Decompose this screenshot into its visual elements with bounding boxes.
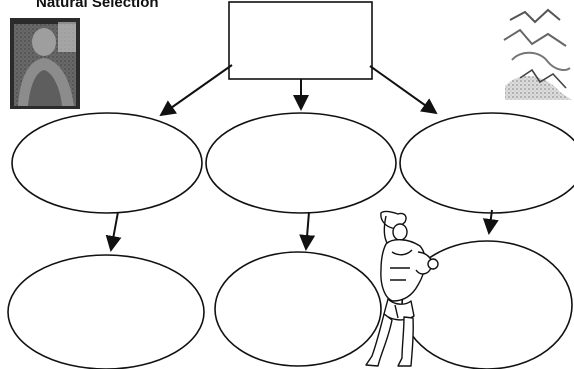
- arrow-left: [159, 64, 233, 117]
- middle-oval-right: [399, 112, 574, 214]
- arrow-right: [369, 65, 438, 115]
- top-box: [228, 1, 373, 80]
- bottom-oval-center: [214, 251, 382, 367]
- arrow-down-center: [299, 211, 316, 251]
- arrow-down-right: [482, 209, 499, 235]
- page-title: Natural Selection: [36, 0, 159, 11]
- photo-portrait-icon: [10, 18, 80, 109]
- middle-oval-left: [11, 112, 203, 214]
- birds-sketch-icon: [500, 8, 574, 105]
- bottom-oval-left: [7, 254, 205, 369]
- bodybuilder-figure-icon: [365, 210, 439, 367]
- arrow-down-left: [105, 211, 122, 252]
- middle-oval-center: [205, 112, 397, 214]
